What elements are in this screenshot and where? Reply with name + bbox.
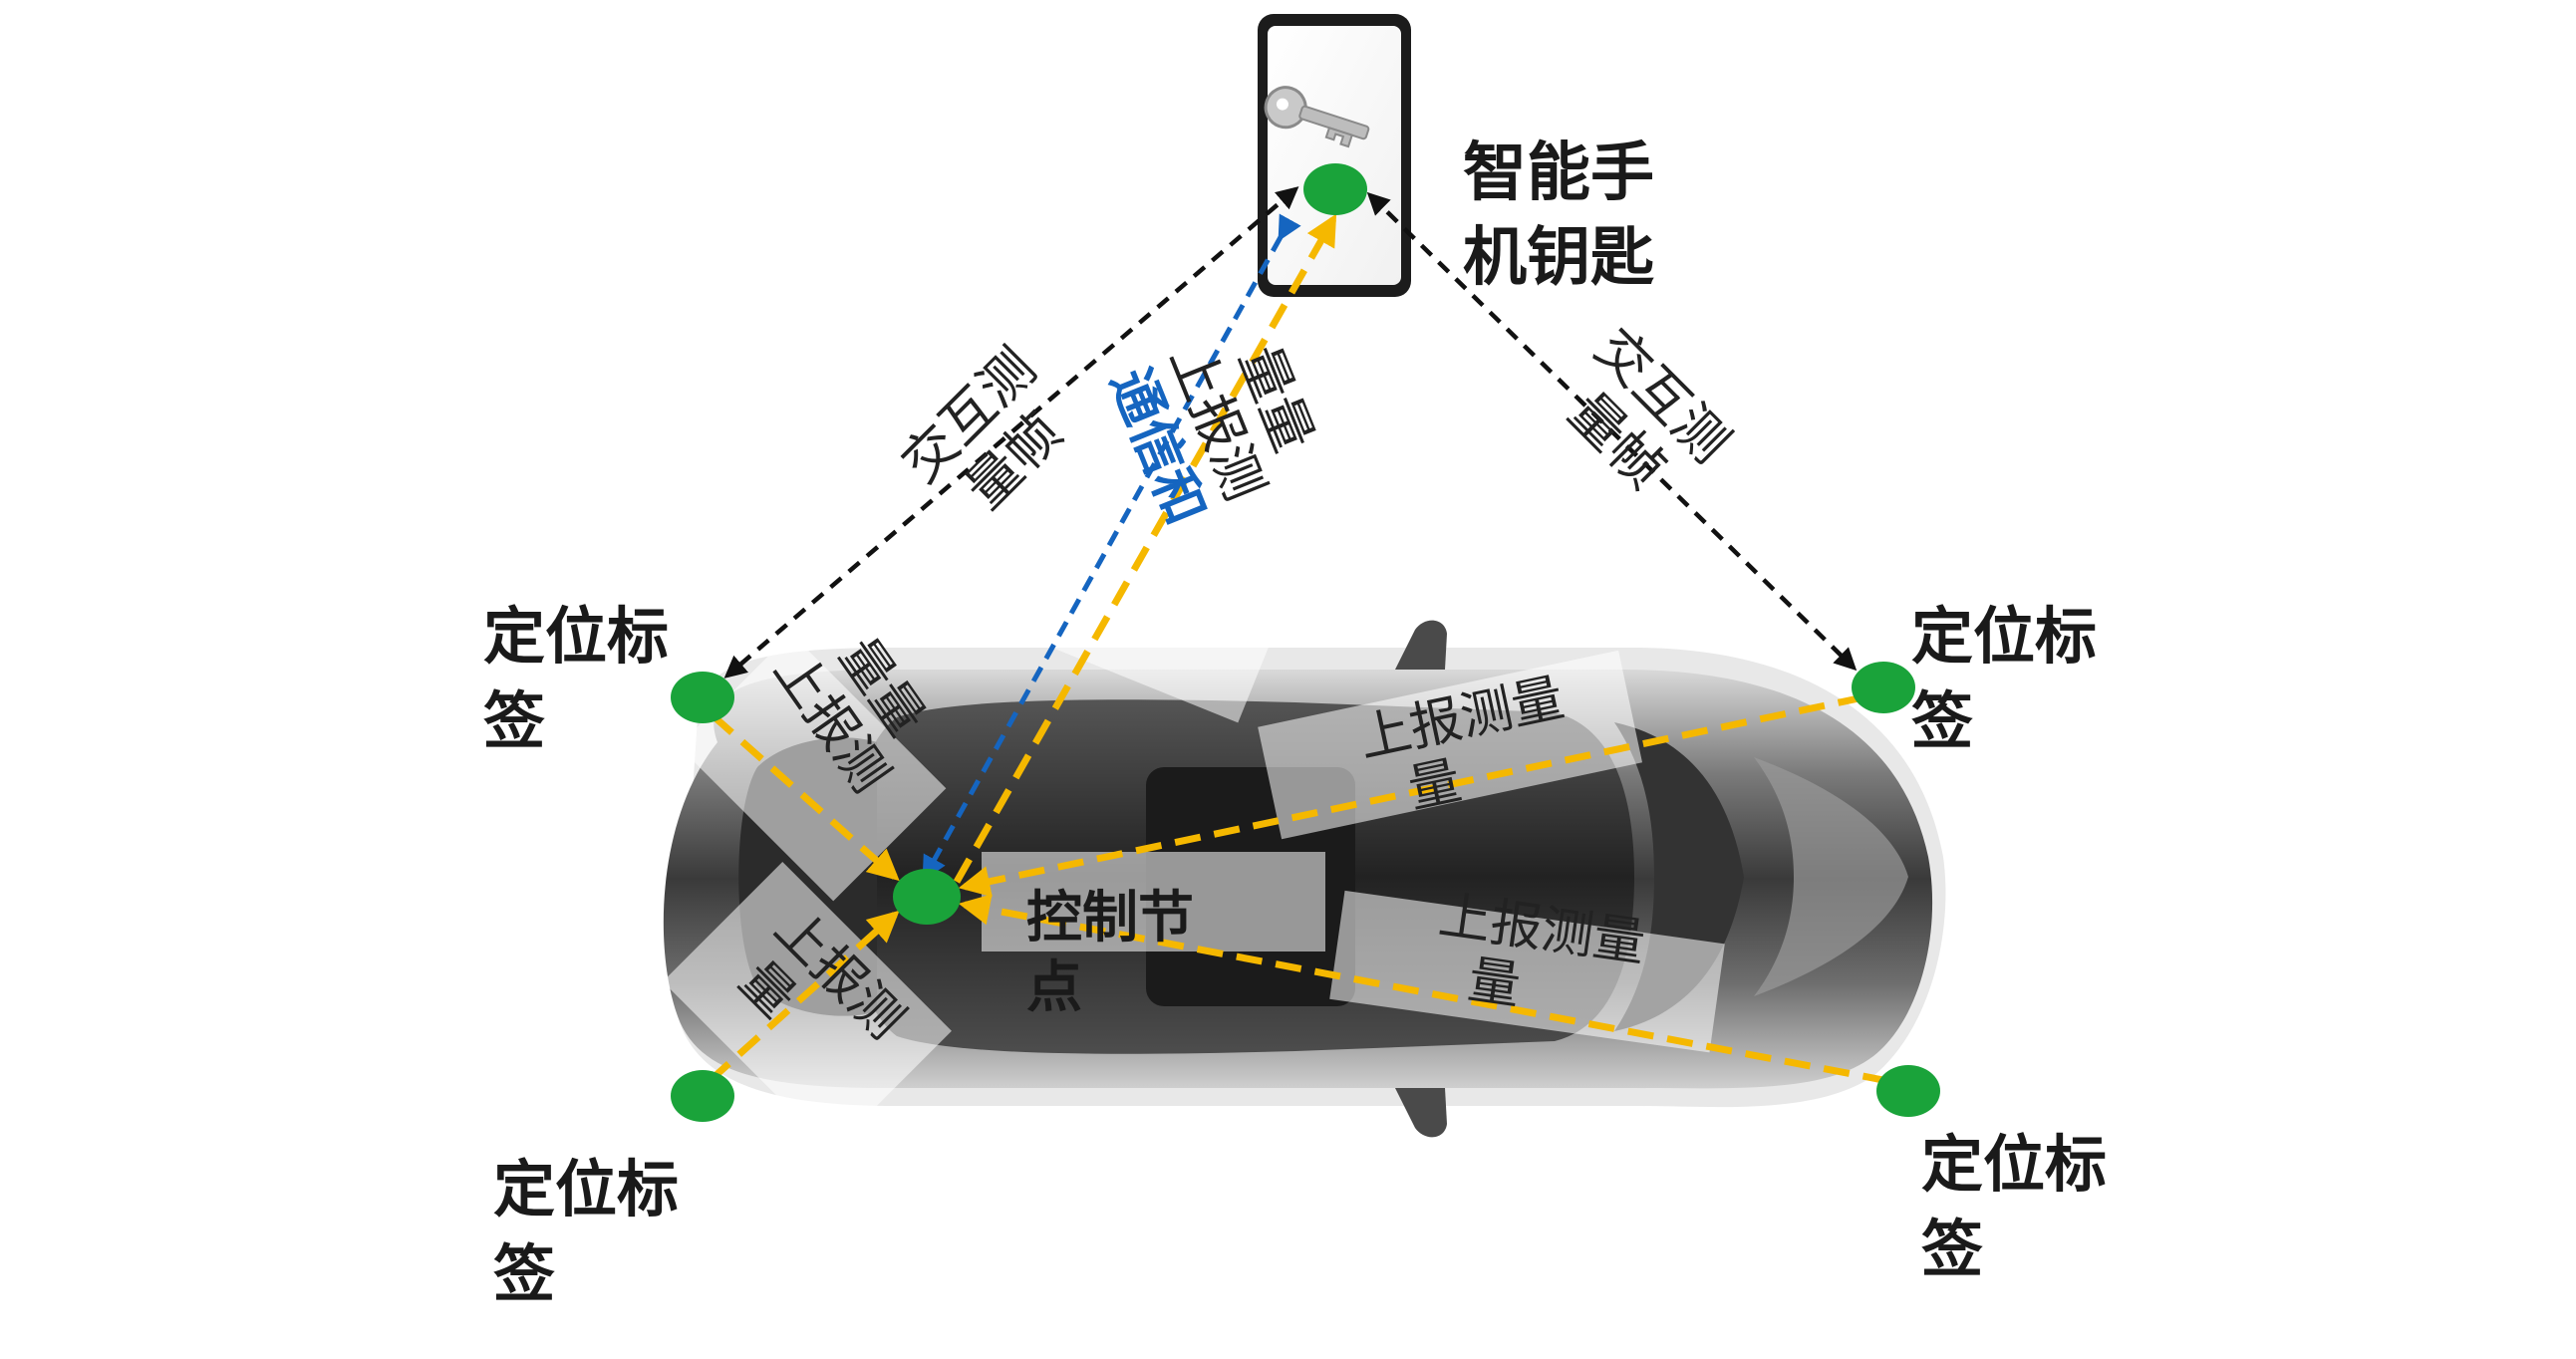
anchor-node-bottom-left — [671, 1070, 734, 1122]
key-icon — [1264, 86, 1370, 148]
nodes — [671, 163, 1940, 1122]
anchor-node-bottom-right — [1876, 1065, 1940, 1117]
car-hood — [1754, 757, 1908, 996]
anchor-label-top-right-line2: 签 — [1911, 684, 1973, 757]
report-links — [707, 213, 1889, 1085]
smartphone — [1258, 14, 1411, 297]
anchor-label-bottom-right-line1: 定位标 — [1921, 1128, 2107, 1201]
report-link-bl — [707, 910, 900, 1084]
anchor-node-top-right — [1852, 662, 1915, 713]
anchor-label-bottom-left-line1: 定位标 — [493, 1153, 679, 1225]
report-link-tr — [958, 693, 1864, 898]
report-label-br-line2: 量 — [1464, 951, 1524, 1017]
report-label-tr-line2: 量 — [1403, 751, 1466, 821]
anchor-label-bottom-right-line2: 签 — [1921, 1213, 1983, 1285]
car-mirror-bottom — [1395, 1088, 1447, 1138]
anchor-label-top-left-line2: 签 — [483, 684, 545, 757]
smartphone-screen — [1268, 26, 1401, 285]
smartphone-key-label: 智能手 机钥匙 — [1463, 136, 1654, 295]
report-tl-label-box — [678, 633, 947, 902]
control-node-label: 控制节 点 — [1026, 886, 1194, 1020]
interactive-label-right: 交互测 量帧 — [1557, 316, 1741, 500]
report-bl-label-box — [663, 862, 952, 1151]
interactive-label-left: 交互测 量帧 — [889, 336, 1073, 520]
control-node — [893, 869, 961, 925]
car-mirror-top — [1395, 620, 1447, 670]
anchor-label-bottom-left-line2: 签 — [493, 1237, 555, 1310]
comm-link — [922, 213, 1301, 882]
anchor-label-top-right-line1: 定位标 — [1911, 600, 2097, 673]
smartphone-key-label-line1: 智能手 — [1463, 136, 1654, 210]
anchor-node-top-left — [671, 672, 734, 723]
report-br-label-box — [1329, 890, 1725, 1053]
anchor-label-top-right: 定位标 签 — [1911, 600, 2097, 757]
anchor-label-top-left: 定位标 签 — [483, 600, 669, 757]
smartphone-node — [1303, 163, 1367, 215]
report-tr-label-box — [1258, 650, 1643, 840]
control-node-label-line1: 控制节 — [1026, 886, 1194, 951]
report-link-tl — [710, 712, 900, 882]
smartphone-key-label-line2: 机钥匙 — [1463, 221, 1654, 295]
anchor-label-top-left-line1: 定位标 — [483, 600, 669, 673]
anchor-label-bottom-right: 定位标 签 — [1921, 1128, 2107, 1285]
report-link-phone — [953, 213, 1337, 884]
anchor-label-bottom-left: 定位标 签 — [493, 1153, 679, 1310]
comm-link-blue — [922, 213, 1301, 882]
interactive-link-right — [1366, 191, 1858, 672]
control-node-label-line2: 点 — [1026, 955, 1082, 1020]
